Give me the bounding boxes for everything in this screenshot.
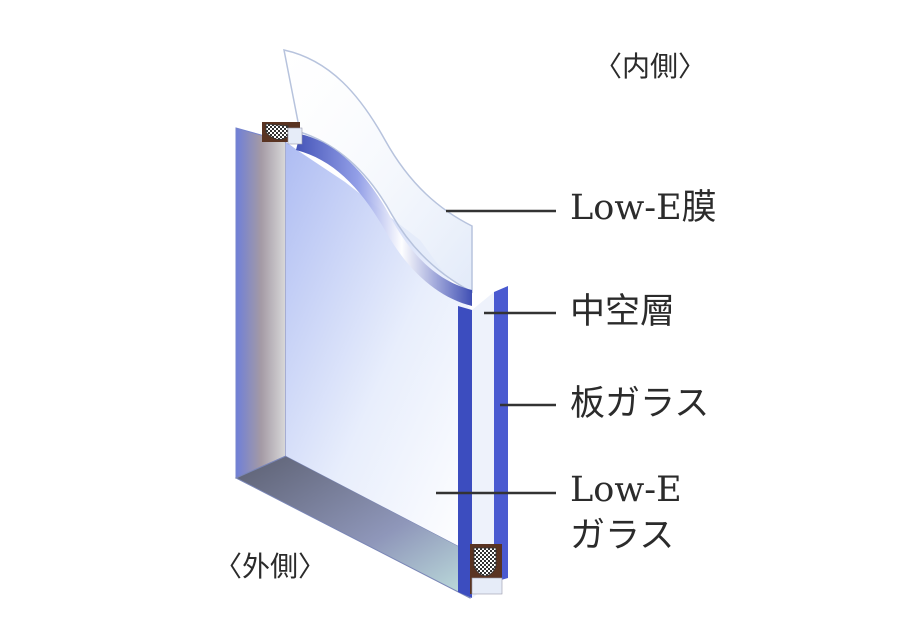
side-label-outer: 〈外側〉 [214,550,327,583]
pane-edge-hollow [472,292,494,598]
side-label-inner: 〈内側〉 [594,50,707,83]
callout-plate-glass: 板ガラス [570,384,710,424]
pane-edge-back [494,286,508,582]
callout-low-e-glass-line2: ガラス [570,516,675,556]
callout-low-e-film: Low-E膜 [570,188,717,228]
curved-glass-edge [296,134,472,306]
inner-glass-pane [286,142,470,552]
spacer-top-cap [287,127,303,145]
low-e-film-pane [283,49,473,294]
pane-edge-front [458,306,472,598]
outer-pane-face [235,127,287,479]
spacer-bottom-cap [471,577,503,595]
callout-low-e-glass-line1: Low-E [570,470,682,510]
desiccant-bottom [473,547,497,577]
callout-hollow-layer: 中空層 [570,292,676,332]
